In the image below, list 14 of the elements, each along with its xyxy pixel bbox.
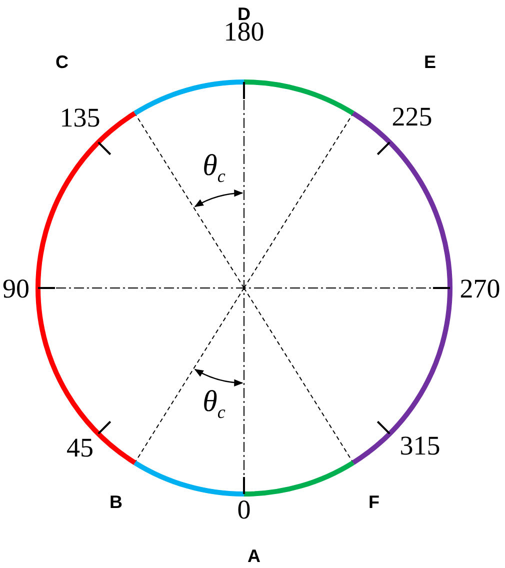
- point-label: E: [424, 53, 436, 71]
- point-label: C: [56, 53, 68, 71]
- angle-value: 270: [460, 276, 500, 302]
- angle-value: 225: [392, 104, 432, 130]
- angle-value: 0: [237, 496, 251, 524]
- angle-value: 315: [400, 432, 440, 460]
- angle-symbol: θ$_{c}$: [202, 387, 226, 421]
- angle-value: 45: [66, 434, 94, 462]
- angle-value: 90: [2, 276, 30, 302]
- point-label: A: [248, 547, 260, 565]
- point-label: F: [368, 493, 380, 511]
- angle-symbol: θ$_{c}$: [202, 151, 226, 185]
- point-label: B: [110, 493, 122, 511]
- angle-value: 135: [60, 104, 100, 132]
